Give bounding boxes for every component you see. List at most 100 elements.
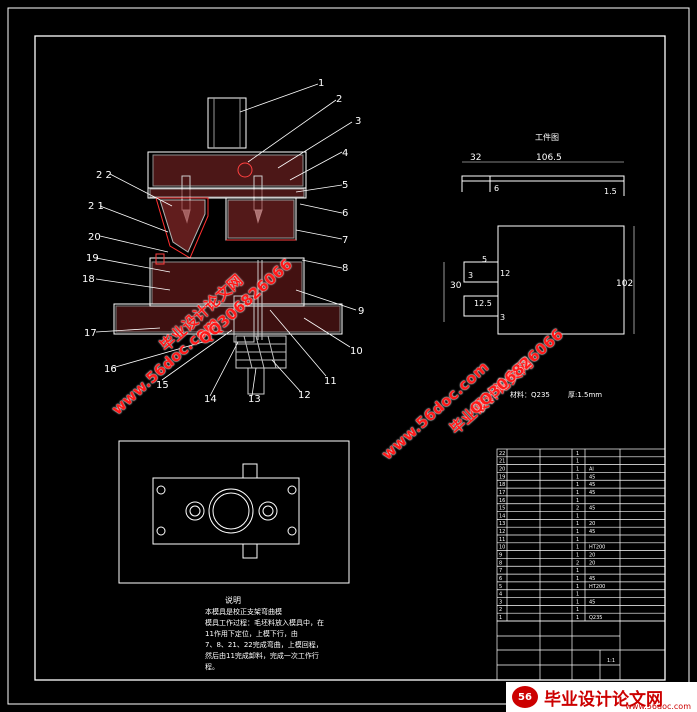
bom-number: 16 [499, 498, 505, 504]
plan-outline [118, 440, 350, 584]
notes-line-6: 程。 [205, 662, 219, 671]
bom-qty: 1 [576, 513, 579, 519]
callout-18: 18 [82, 274, 95, 285]
bom-qty: 1 [576, 615, 579, 621]
callout-6: 6 [342, 208, 348, 219]
callout-2: 2 [336, 94, 342, 105]
callout-22: 2 2 [96, 170, 112, 181]
notes-line-2: 模具工作过程：毛坯料放入模具中，在 [205, 618, 324, 627]
material-note: 材料：Q235 [510, 390, 550, 399]
title-block [496, 620, 666, 681]
callout-12: 12 [298, 390, 311, 401]
bom-qty: 1 [576, 529, 579, 535]
bom-table [496, 448, 666, 622]
bom-qty: 1 [576, 451, 579, 457]
bom-qty: 1 [576, 553, 579, 559]
bom-material: HT200 [589, 584, 605, 590]
workpiece-dimensions: 32 106.5 6 1.5 5 12 3 30 102 12.5 3 材料：Q… [450, 153, 633, 399]
callout-1: 1 [318, 78, 324, 89]
workpiece-drawing: 工件图 [443, 132, 635, 335]
bom-number: 18 [499, 482, 505, 488]
bom-qty: 1 [576, 599, 579, 605]
bom-material: 45 [589, 474, 595, 480]
brand-banner[interactable]: 56 毕业设计论文网 www.56doc.com [506, 682, 697, 712]
bom-number: 21 [499, 459, 505, 465]
dim-106-5: 106.5 [536, 153, 562, 163]
bom-number: 20 [499, 467, 505, 473]
leader-lines [95, 83, 357, 397]
callout-19: 19 [86, 253, 99, 264]
bom-number: 6 [499, 576, 502, 582]
brand-name: 毕业设计论文网 [544, 689, 663, 710]
callout-8: 8 [342, 263, 348, 274]
bom-qty: 1 [576, 545, 579, 551]
bom-number: 7 [499, 568, 502, 574]
outer-frame [7, 7, 690, 705]
assembly-section-view [113, 97, 343, 395]
notes-line-4: 7、8、21、22完成弯曲，上模回程， [205, 640, 323, 649]
bom-qty: 1 [576, 521, 579, 527]
callout-20: 20 [88, 232, 101, 243]
dim-5: 5 [482, 255, 487, 264]
bom-number: 17 [499, 490, 505, 496]
bom-number: 12 [499, 529, 505, 535]
dim-3: 3 [468, 271, 473, 280]
callout-21: 2 1 [88, 201, 104, 212]
callout-4: 4 [342, 148, 348, 159]
bom-qty: 1 [576, 607, 579, 613]
callout-15: 15 [156, 380, 169, 391]
callout-7: 7 [342, 235, 348, 246]
notes: 说明 本模具是校正支架弯曲模 模具工作过程：毛坯料放入模具中，在 11作用下定位… [205, 595, 324, 671]
bom-number: 2 [499, 607, 502, 613]
bom-number: 8 [499, 560, 502, 566]
dim-30: 30 [450, 281, 462, 291]
bom-material: Al [589, 467, 594, 473]
scale-text: 1:1 [607, 658, 615, 664]
notes-line-3: 11作用下定位，上模下行，由 [205, 629, 298, 638]
bom-number: 15 [499, 506, 505, 512]
bom-material: 45 [589, 482, 595, 488]
callout-13: 13 [248, 394, 261, 405]
bom-number: 9 [499, 553, 502, 559]
callout-numbers: 1 2 3 4 5 6 7 8 9 10 11 12 13 14 15 16 1… [82, 78, 364, 405]
bom-number: 14 [499, 513, 505, 519]
callout-17: 17 [84, 328, 97, 339]
bom-qty: 1 [576, 592, 579, 598]
notes-line-5: 然后由11完成卸料，完成一次工作行 [205, 651, 319, 660]
bom-qty: 1 [576, 482, 579, 488]
bom-qty: 1 [576, 568, 579, 574]
bom-material: 20 [589, 560, 595, 566]
bom-qty: 1 [576, 467, 579, 473]
brand-logo-icon: 56 [512, 686, 538, 708]
bom-material: 45 [589, 576, 595, 582]
bom-number: 1 [499, 615, 502, 621]
workpiece-side-view [461, 175, 625, 182]
side-punch [155, 197, 209, 259]
callout-5: 5 [342, 180, 348, 191]
dim-1-5: 1.5 [604, 187, 617, 196]
bom-material: Q235 [589, 615, 602, 621]
bom-number: 5 [499, 584, 502, 590]
bom-qty: 1 [576, 537, 579, 543]
inner-frame [34, 35, 666, 681]
bom-material: 45 [589, 490, 595, 496]
base-plate [113, 303, 343, 335]
callout-9: 9 [358, 306, 364, 317]
bom-number: 22 [499, 451, 505, 457]
shank [207, 97, 247, 149]
dim-6: 6 [494, 184, 499, 193]
thickness-note: 厚:1.5mm [568, 391, 602, 399]
dim-102: 102 [616, 279, 633, 289]
bom-material: 45 [589, 599, 595, 605]
bom-number: 4 [499, 592, 502, 598]
bom-material: 20 [589, 521, 595, 527]
callout-10: 10 [350, 346, 363, 357]
workpiece-title: 工件图 [535, 132, 559, 142]
bom-material: 45 [589, 529, 595, 535]
bom-number: 3 [499, 599, 502, 605]
notes-heading: 说明 [225, 595, 241, 605]
bom-material: 45 [589, 506, 595, 512]
plan-view [118, 440, 350, 584]
